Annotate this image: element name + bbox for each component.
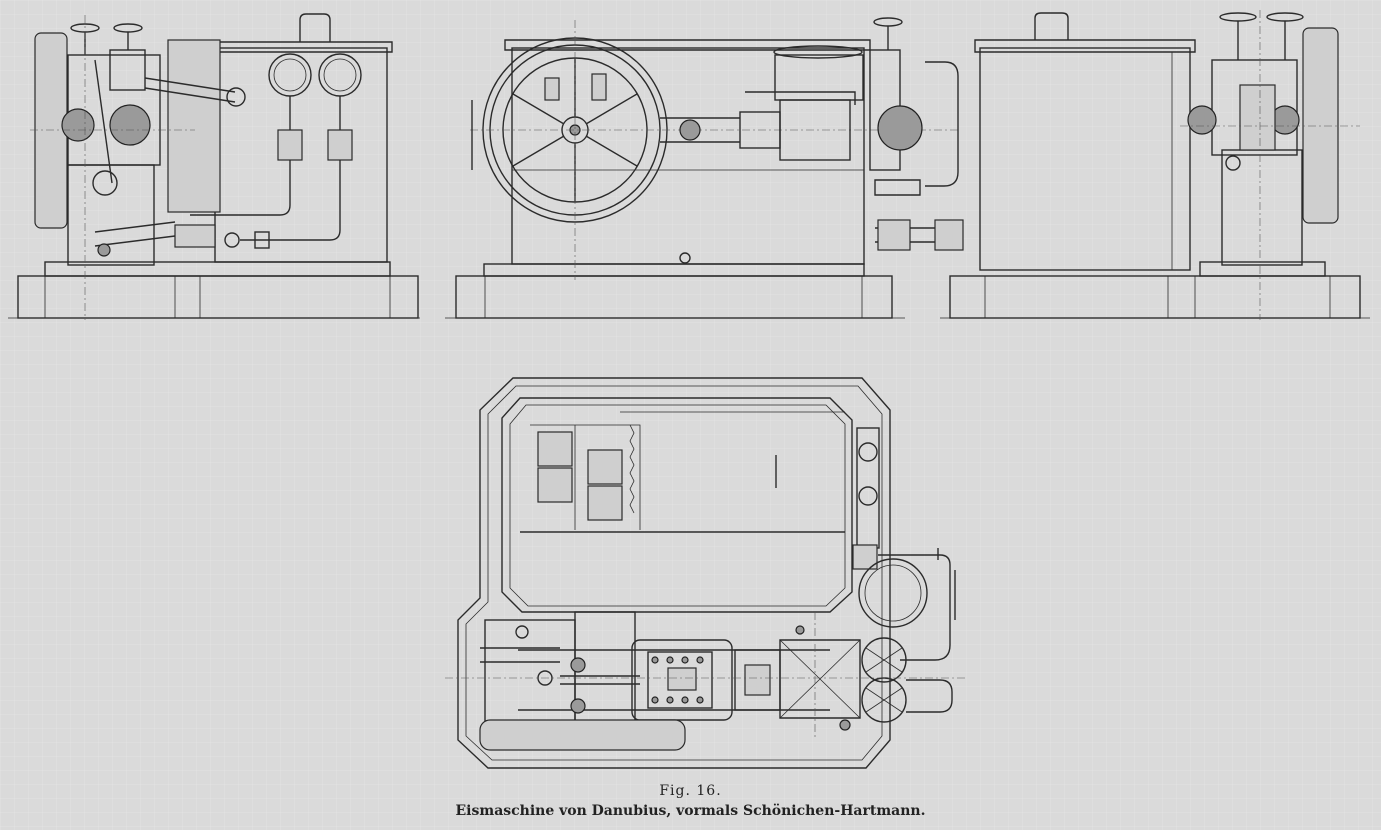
condenser-coil [858, 558, 928, 628]
plan-view [445, 377, 965, 769]
plan-base-outline [457, 377, 891, 769]
tank-top [501, 397, 853, 613]
base-plinth [949, 275, 1361, 319]
flywheel-drum [479, 719, 686, 751]
figure-caption: Fig. 16. Eismaschine von Danubius, vorma… [0, 781, 1381, 821]
lid-handle [299, 13, 331, 42]
ice-cell [537, 467, 573, 503]
condenser-cylinder [167, 39, 221, 213]
valve-wheel [113, 23, 143, 33]
valve-wheel [861, 637, 907, 683]
ice-cell [587, 449, 623, 485]
brine-tank [979, 47, 1191, 271]
tank-body [511, 47, 865, 265]
base-plate [44, 261, 391, 277]
side-elevation-right [940, 10, 1370, 320]
compressor-block [631, 639, 733, 721]
front-elevation [445, 17, 964, 319]
ice-cell [537, 431, 573, 467]
flywheel-drum [1302, 27, 1339, 224]
pressure-gauge [268, 53, 312, 97]
ice-cell [587, 485, 623, 521]
lid-handle [1034, 12, 1069, 40]
base-plinth [17, 275, 419, 319]
side-elevation-left [8, 13, 420, 320]
figure-title: Eismaschine von Danubius, vormals Schöni… [455, 803, 926, 819]
flywheel-drum [34, 32, 68, 229]
technical-drawing [8, 10, 1370, 769]
base-plinth [455, 275, 893, 319]
pressure-gauge [318, 53, 362, 97]
figure-label: Fig. 16. [659, 783, 722, 799]
